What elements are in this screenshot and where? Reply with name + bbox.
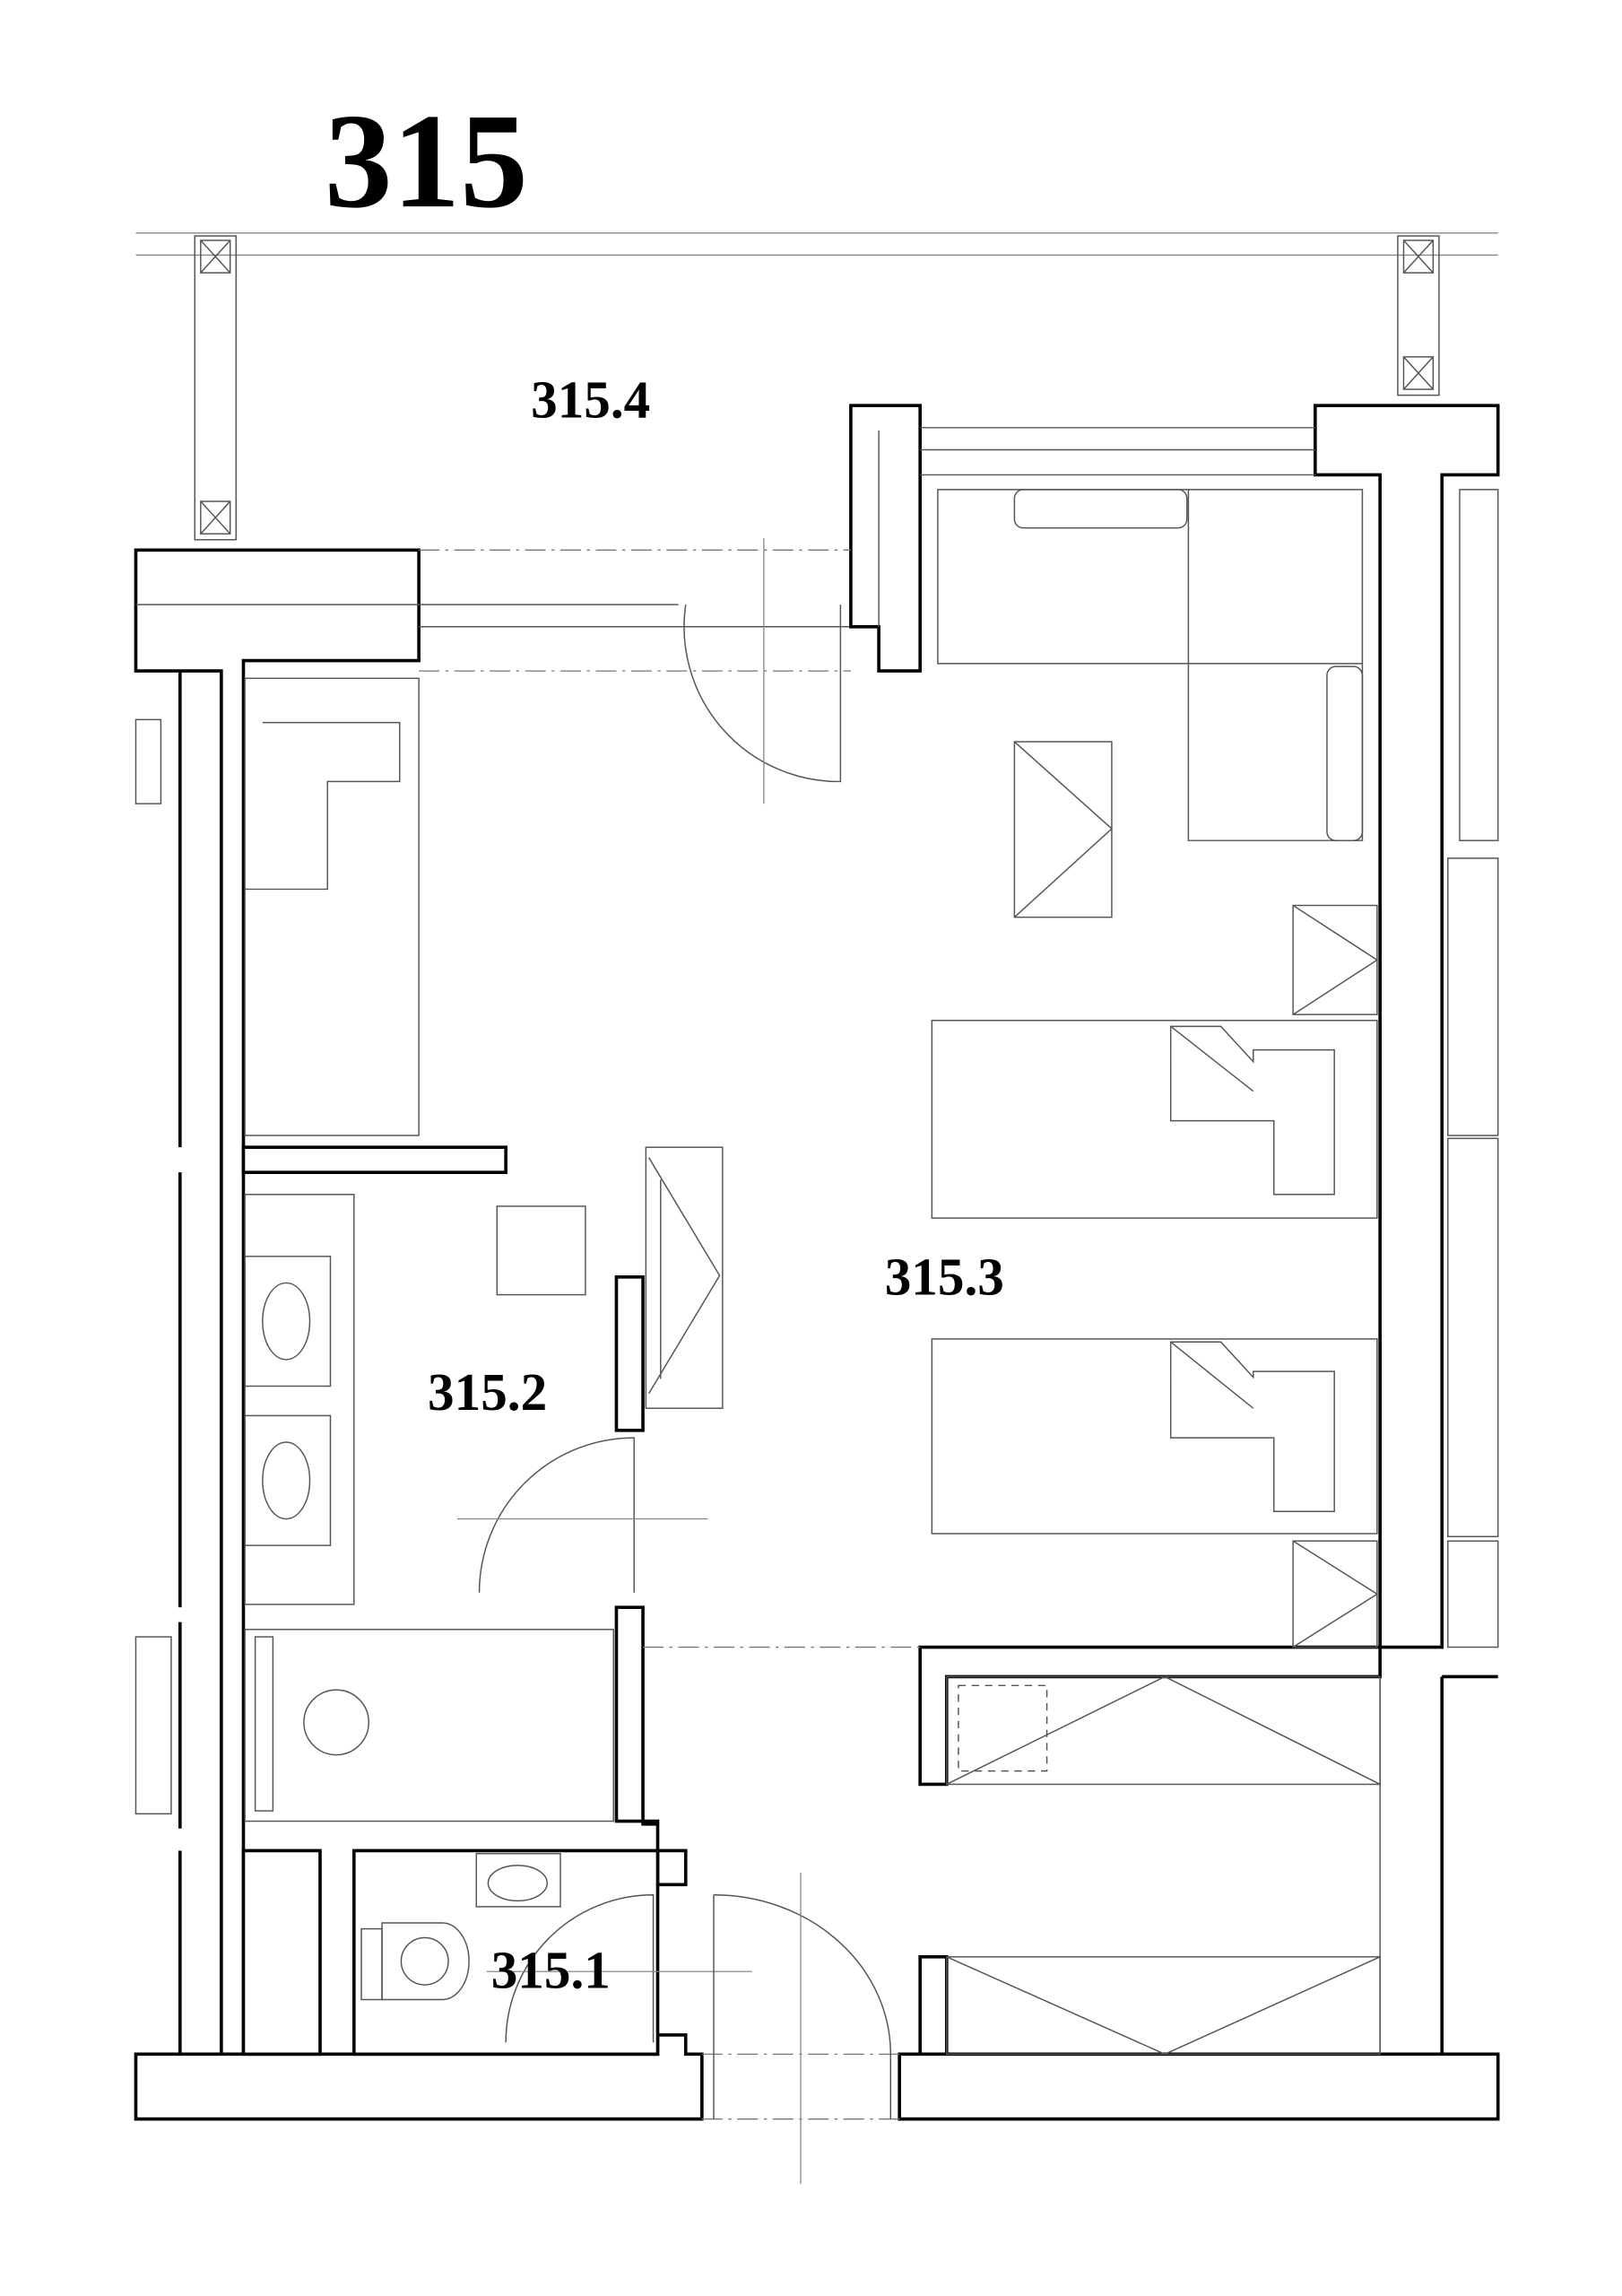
bathroom-shelf <box>645 1146 724 1409</box>
wardrobe-left <box>244 677 420 1136</box>
neighbor-unit <box>134 489 1499 2055</box>
balcony-railing <box>135 232 1498 257</box>
door-balcony[interactable] <box>683 538 842 804</box>
walls <box>134 404 1500 2121</box>
nightstand-top <box>1292 904 1379 1015</box>
nightstand-bottom <box>1292 1540 1379 1648</box>
unit-title: 315 <box>325 85 528 236</box>
door-bathroom[interactable] <box>456 1437 708 1593</box>
room-label-bathroom: 315.2 <box>428 1362 547 1422</box>
door-entrance[interactable] <box>713 1873 892 2185</box>
room-label-living: 315.3 <box>885 1248 1004 1307</box>
shower <box>244 1629 614 1822</box>
hall-wardrobe-top <box>946 1675 1381 1786</box>
bed-top <box>931 1020 1378 1219</box>
door-wc[interactable] <box>486 1894 752 2043</box>
double-sink <box>244 1194 355 1605</box>
wc-sink <box>475 1853 561 1908</box>
toilet <box>360 1922 470 2001</box>
room-label-balcony: 315.4 <box>531 370 650 429</box>
room-label-wc: 315.1 <box>491 1940 611 1999</box>
washing-machine <box>496 1205 586 1296</box>
bed-bottom <box>931 1338 1378 1535</box>
hall-wardrobe-bottom <box>946 1956 1381 2056</box>
column-left <box>194 235 238 541</box>
sofa <box>937 489 1364 841</box>
coffee-table <box>1013 741 1114 918</box>
column-right <box>1397 235 1440 396</box>
